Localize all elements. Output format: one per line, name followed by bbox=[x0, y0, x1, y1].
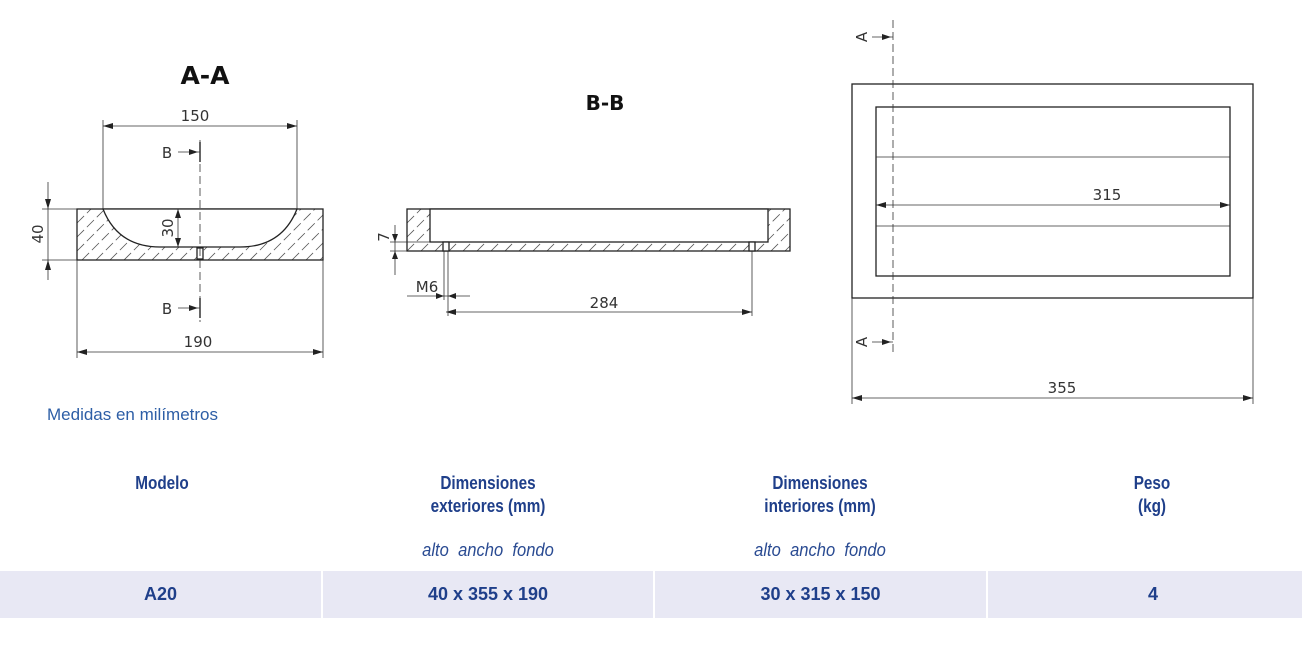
hatch-line bbox=[756, 217, 791, 252]
cell-modelo: A20 bbox=[0, 571, 321, 618]
bb-cavity bbox=[429, 208, 769, 243]
thread-m6: M6 bbox=[416, 278, 439, 296]
dim-355: 355 bbox=[1048, 379, 1077, 397]
hatch-line bbox=[406, 208, 422, 224]
hatch-line bbox=[76, 208, 106, 238]
bb-hole-right bbox=[748, 241, 756, 252]
dim-315: 315 bbox=[1093, 186, 1122, 204]
dim-40: 40 bbox=[29, 224, 47, 243]
hatch-line bbox=[291, 228, 324, 261]
cut-label-b-bottom: B bbox=[162, 300, 172, 318]
cell-dim-exteriores: 40 x 355 x 190 bbox=[323, 571, 653, 618]
cell-dim-interiores: 30 x 315 x 150 bbox=[655, 571, 986, 618]
dim-30: 30 bbox=[159, 218, 177, 237]
subheader-interiores: alto ancho fondo bbox=[754, 540, 886, 560]
header-dim-interiores: Dimensiones interiores (mm) bbox=[764, 473, 876, 516]
hatch-line bbox=[76, 208, 92, 224]
header-peso: Peso (kg) bbox=[1133, 473, 1171, 516]
dim-150: 150 bbox=[181, 107, 210, 125]
hatch-line bbox=[784, 245, 791, 252]
top-outer-outline bbox=[851, 83, 1254, 299]
section-aa-title: A-A bbox=[180, 61, 230, 90]
dim-190: 190 bbox=[184, 333, 213, 351]
header-dim-exteriores: Dimensiones exteriores (mm) bbox=[430, 473, 546, 516]
hatch-line bbox=[305, 242, 324, 261]
hatch-line bbox=[277, 214, 324, 261]
hatch-line bbox=[263, 208, 316, 261]
cut-label-a-bottom: A bbox=[853, 336, 871, 347]
subheader-exteriores: alto ancho fondo bbox=[422, 540, 554, 560]
hatch-line bbox=[770, 231, 791, 252]
top-inner-outline bbox=[875, 106, 1231, 277]
cell-peso: 4 bbox=[988, 571, 1302, 618]
section-bb-title: B-B bbox=[586, 91, 625, 115]
header-modelo: Modelo bbox=[135, 473, 189, 493]
bb-hole-left bbox=[442, 241, 450, 252]
dim-284: 284 bbox=[590, 294, 619, 312]
dim-7: 7 bbox=[375, 232, 393, 242]
technical-drawing: A-A 150 190 40 30 B B B-B 7 M6 284 315 3… bbox=[29, 20, 1254, 404]
units-note: Medidas en milímetros bbox=[47, 405, 219, 424]
cut-label-a-top: A bbox=[853, 31, 871, 42]
cut-label-b-top: B bbox=[162, 144, 172, 162]
